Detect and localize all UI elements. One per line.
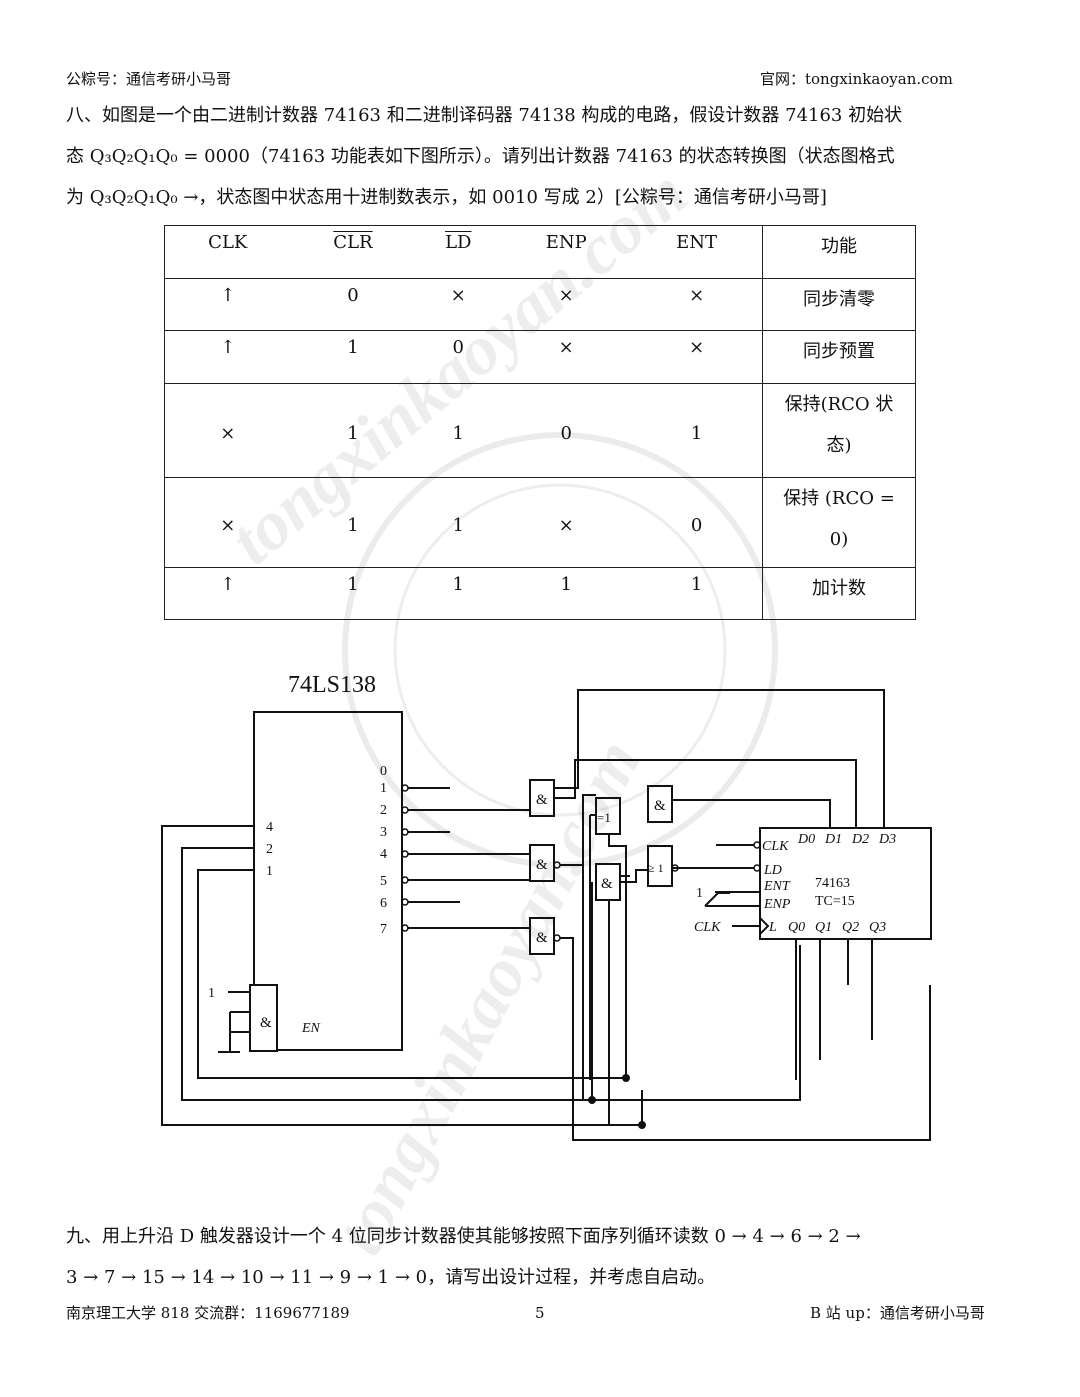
or-gate-label: ≥ 1 (648, 861, 664, 875)
cell: 0 (452, 337, 464, 358)
cell: 0 (560, 422, 572, 444)
cell: 0 (347, 285, 359, 306)
enable-label: EN (301, 1021, 321, 1036)
cell: × (220, 514, 236, 536)
counter-74163 (759, 827, 932, 940)
clk-input-label: CLK (694, 920, 721, 935)
cell: 1 (452, 574, 464, 595)
pin-d3: D3 (878, 832, 896, 847)
question-8-line-3: 为 Q₃Q₂Q₁Q₀ →，状态图中状态用十进制数表示，如 0010 写成 2）[… (66, 187, 827, 208)
decoder-output-3: 3 (380, 825, 387, 840)
page-number: 5 (535, 1304, 545, 1322)
header-function: 功能 (762, 225, 916, 279)
question-9-line-1: 九、用上升沿 D 触发器设计一个 4 位同步计数器使其能够按照下面序列循环读数 … (66, 1226, 861, 1247)
cell: ↑ (220, 574, 236, 595)
decoder-output-2: 2 (380, 803, 387, 818)
cell: 加计数 (762, 567, 916, 620)
xor-gate-label: =1 (597, 810, 611, 825)
cell: × (558, 337, 574, 358)
and-gate-4 (647, 785, 673, 823)
counter-tc: TC=15 (815, 894, 855, 909)
pin-d1: D1 (824, 832, 842, 847)
cell: × (558, 285, 574, 306)
decoder-input-1: 1 (266, 864, 273, 879)
pin-ld: LD (763, 863, 782, 878)
cell: 同步清零 (762, 278, 916, 331)
header-ent: ENT (676, 232, 718, 253)
decoder-title: 74LS138 (288, 672, 376, 698)
header-enp: ENP (545, 232, 587, 253)
decoder-output-6: 6 (380, 896, 387, 911)
decoder-input-2: 2 (266, 842, 273, 857)
cell: × (689, 337, 705, 358)
table-row: × 1 1 × 0 保持 (RCO = 0) (164, 477, 916, 568)
question-8-line-2: 态 Q₃Q₂Q₁Q₀ = 0000（74163 功能表如下图所示）。请列出计数器… (66, 146, 895, 167)
function-table: CLK CLR LD ENP ENT 功能 ↑ 0 × × × 同步清零 ↑ 1 0 × × 同步预… (164, 225, 916, 620)
table-row: ↑ 0 × × × 同步清零 (164, 278, 916, 331)
header-ld: LD (445, 232, 472, 253)
and-gate-label: & (536, 930, 548, 946)
ent-input-1: 1 (696, 886, 703, 901)
decoder-output-0: 0 (380, 764, 387, 779)
cell: 1 (690, 422, 703, 444)
question-9-line-2: 3 → 7 → 15 → 14 → 10 → 11 → 9 → 1 → 0，请写… (66, 1267, 716, 1288)
cell: × (220, 422, 236, 444)
decoder-output-4: 4 (380, 847, 387, 862)
pin-l: L (768, 920, 777, 935)
enable-gate-label: & (260, 1015, 272, 1031)
cell: × (450, 285, 466, 306)
cell: 1 (452, 422, 464, 444)
cell: 1 (452, 514, 464, 536)
enable-and-gate (249, 984, 278, 1052)
cell: 1 (347, 574, 359, 595)
header-clr: CLR (333, 232, 373, 253)
header-right: 官网：tongxinkaoyan.com (760, 70, 953, 88)
cell: 保持 (RCO = 0) (762, 477, 916, 568)
pin-q3: Q3 (869, 920, 886, 935)
cell: ↑ (220, 337, 236, 358)
cell: × (558, 514, 574, 536)
cell: 0 (690, 514, 703, 536)
and-gate-label: & (654, 798, 666, 814)
decoder-input-4: 4 (266, 820, 273, 835)
pin-d2: D2 (851, 832, 869, 847)
decoder-output-5: 5 (380, 874, 387, 889)
pin-q0: Q0 (788, 920, 805, 935)
pin-clk: CLK (762, 839, 789, 854)
header-left: 公粽号：通信考研小马哥 (66, 70, 232, 88)
pin-q1: Q1 (815, 920, 832, 935)
pin-enp: ENP (763, 897, 791, 912)
cell: 1 (347, 337, 359, 358)
pin-q2: Q2 (842, 920, 859, 935)
and-gate-label: & (536, 857, 548, 873)
cell: 1 (347, 422, 359, 444)
footer-left: 南京理工大学 818 交流群：1169677189 (66, 1304, 350, 1322)
header-clk: CLK (208, 232, 248, 253)
cell: 1 (690, 574, 703, 595)
table-row: ↑ 1 1 1 1 加计数 (164, 567, 916, 620)
cell: × (689, 285, 705, 306)
enable-input-1: 1 (208, 986, 215, 1001)
cell: ↑ (220, 285, 236, 306)
table-row: × 1 1 0 1 保持(RCO 状态) (164, 383, 916, 478)
counter-name: 74163 (815, 876, 850, 891)
pin-d0: D0 (797, 832, 815, 847)
decoder-output-1: 1 (380, 781, 387, 796)
cell: 保持(RCO 状态) (762, 383, 916, 478)
cell: 1 (560, 574, 572, 595)
table-row: ↑ 1 0 × × 同步预置 (164, 330, 916, 384)
question-8-line-1: 八、如图是一个由二进制计数器 74163 和二进制译码器 74138 构成的电路… (66, 105, 903, 126)
and-gate-label: & (601, 876, 613, 892)
cell: 1 (347, 514, 359, 536)
pin-ent: ENT (763, 879, 791, 894)
footer-right: B 站 up：通信考研小马哥 (810, 1304, 985, 1322)
cell: 同步预置 (762, 330, 916, 384)
and-gate-label: & (536, 792, 548, 808)
decoder-output-7: 7 (380, 922, 387, 937)
table-header-row: CLK CLR LD ENP ENT 功能 (164, 225, 916, 279)
